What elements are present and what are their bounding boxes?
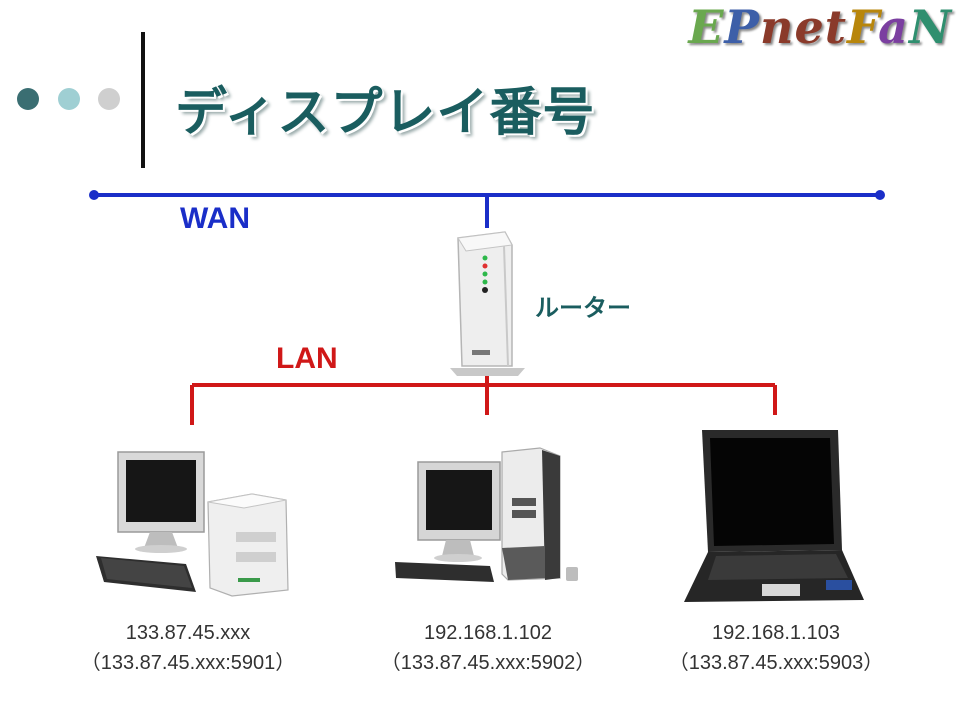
logo-letter: a bbox=[878, 0, 909, 54]
laptop-pc-icon bbox=[684, 430, 864, 602]
logo-letter: E bbox=[688, 0, 725, 54]
logo-letter: F bbox=[846, 0, 879, 54]
computer-3-ip: 192.168.1.103 bbox=[712, 622, 840, 644]
computer-1-address: 133.87.45.xxx （133.87.45.xxx:5901） bbox=[48, 618, 328, 678]
computer-1-display: （133.87.45.xxx:5901） bbox=[80, 652, 296, 674]
logo-letter: N bbox=[908, 0, 952, 54]
slim-desktop-pc-icon bbox=[395, 447, 578, 582]
logo-letter: P bbox=[724, 0, 761, 54]
slide-title: ディスプレイ番号 bbox=[175, 83, 596, 143]
wan-label: WAN bbox=[180, 202, 250, 235]
router-label: ルーター bbox=[535, 294, 631, 322]
computer-2-address: 192.168.1.102 （133.87.45.xxx:5902） bbox=[348, 618, 628, 678]
router-icon bbox=[450, 231, 525, 376]
epnetfan-logo: EPnetFaN bbox=[688, 0, 952, 54]
desktop-tower-pc-icon bbox=[96, 451, 289, 597]
computer-2-ip: 192.168.1.102 bbox=[424, 622, 552, 644]
computer-2-display: （133.87.45.xxx:5902） bbox=[380, 652, 596, 674]
lan-label: LAN bbox=[276, 342, 338, 375]
title-divider bbox=[141, 32, 145, 168]
computer-3-display: （133.87.45.xxx:5903） bbox=[668, 652, 884, 674]
wan-endpoint-left bbox=[89, 190, 99, 200]
logo-letter: net bbox=[760, 0, 847, 54]
wan-network bbox=[89, 190, 885, 228]
wan-endpoint-right bbox=[875, 190, 885, 200]
computer-3-address: 192.168.1.103 （133.87.45.xxx:5903） bbox=[636, 618, 916, 678]
bullet-dot-dark bbox=[17, 88, 39, 110]
bullet-dot-grey bbox=[98, 88, 120, 110]
computer-1-ip: 133.87.45.xxx bbox=[125, 622, 251, 644]
lan-network bbox=[190, 372, 777, 425]
bullet-dot-light bbox=[58, 88, 80, 110]
